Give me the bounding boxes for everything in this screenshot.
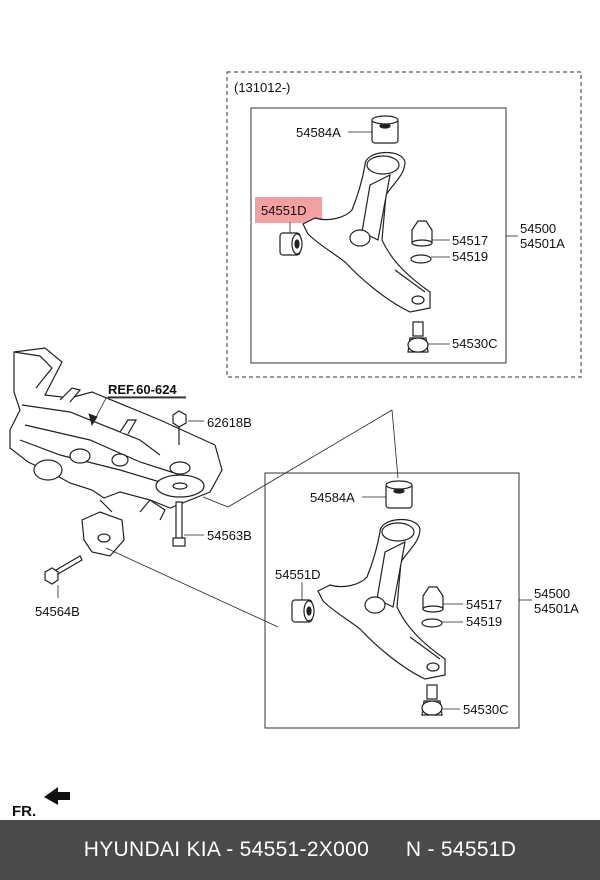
upper-label-54500: 54500 (520, 221, 556, 236)
footer-bar: HYUNDAI KIA - 54551-2X000 N - 54551D (0, 820, 600, 880)
lower-label-54519: 54519 (466, 614, 502, 629)
lower-label-54501a: 54501A (534, 601, 579, 616)
upper-snap-ring-54519 (410, 254, 432, 264)
inset-dashed-frame (226, 71, 582, 378)
bolt-54563b (172, 501, 186, 547)
lower-label-54551d: 54551D (275, 567, 321, 582)
upper-label-54517: 54517 (452, 233, 488, 248)
footer-code: N - 54551D (405, 838, 517, 861)
subframe-leader-lines (57, 397, 399, 628)
subframe-assembly (9, 347, 223, 557)
lower-bushing-54584a (385, 480, 413, 509)
lower-ball-joint-54530c (421, 684, 443, 716)
lower-lower-arm (317, 518, 446, 680)
nut-62618b (172, 410, 187, 445)
upper-lower-arm (302, 151, 431, 313)
upper-cap-54517 (411, 220, 433, 247)
label-62618b: 62618B (207, 415, 252, 430)
ref-label: REF.60-624 (108, 382, 177, 397)
footer-spacer (369, 838, 406, 862)
lower-label-54500: 54500 (534, 586, 570, 601)
lower-label-54584a: 54584A (310, 490, 355, 505)
front-indicator-label: FR. (12, 803, 36, 820)
lower-parts-box (264, 472, 520, 729)
label-54564b: 54564B (35, 604, 80, 619)
inset-date-code: (131012-) (234, 80, 290, 95)
bolt-54564b (44, 555, 83, 585)
footer-brand-part-number: HYUNDAI KIA - 54551-2X000 (83, 838, 370, 861)
upper-label-54530c: 54530C (452, 336, 498, 351)
lower-bushing-54551d (291, 599, 315, 623)
upper-bushing-54551d (279, 232, 303, 256)
upper-label-54584a: 54584A (296, 125, 341, 140)
label-54563b: 54563B (207, 528, 252, 543)
upper-ball-joint-54530c (407, 321, 429, 353)
lower-cap-54517 (422, 586, 444, 613)
upper-label-54551d: 54551D (261, 203, 307, 218)
lower-label-54517: 54517 (466, 597, 502, 612)
lower-leader-lines (301, 496, 532, 710)
lower-label-54530c: 54530C (463, 702, 509, 717)
upper-leader-lines (289, 131, 518, 345)
front-arrow-icon (44, 787, 70, 805)
upper-label-54519: 54519 (452, 249, 488, 264)
upper-label-54501a: 54501A (520, 236, 565, 251)
upper-parts-box (250, 107, 507, 364)
highlight-box (255, 197, 322, 223)
lower-snap-ring-54519 (421, 618, 443, 628)
upper-bushing-54584a (371, 115, 399, 144)
